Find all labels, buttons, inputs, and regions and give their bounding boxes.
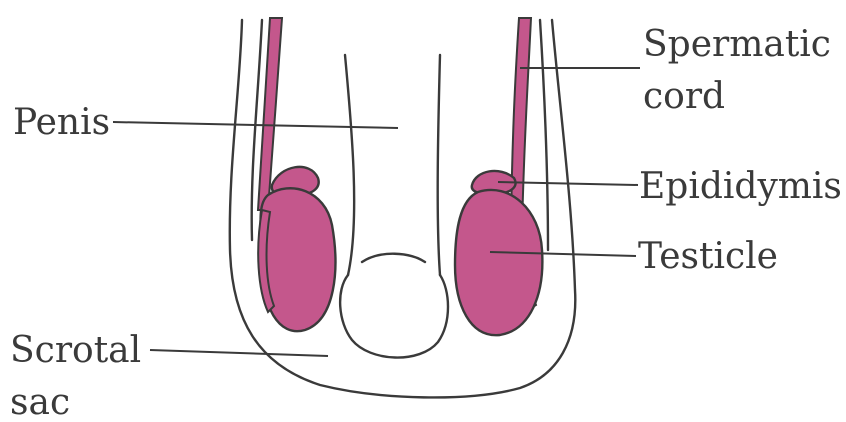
penis-shaft-right xyxy=(438,55,440,275)
spermatic-cord-label-line1: Spermatic xyxy=(643,24,831,65)
penis-shaft-left xyxy=(345,55,354,275)
scrotal-sac-leader-line xyxy=(150,350,328,356)
scrotal-sac-label-line2: sac xyxy=(10,382,70,422)
testicle-right xyxy=(455,190,542,335)
scrotal-sac-label-line1: Scrotal xyxy=(10,330,141,371)
testicle-left xyxy=(261,188,336,331)
spermatic-cord-label-line2: cord xyxy=(643,76,725,117)
scrotal-inner-line-right xyxy=(540,20,548,250)
penis-glans-top xyxy=(362,254,425,262)
penis-glans xyxy=(340,275,448,358)
penis-label: Penis xyxy=(13,102,110,143)
epididymis-label: Epididymis xyxy=(639,166,842,207)
testicle-label: Testicle xyxy=(638,236,778,277)
